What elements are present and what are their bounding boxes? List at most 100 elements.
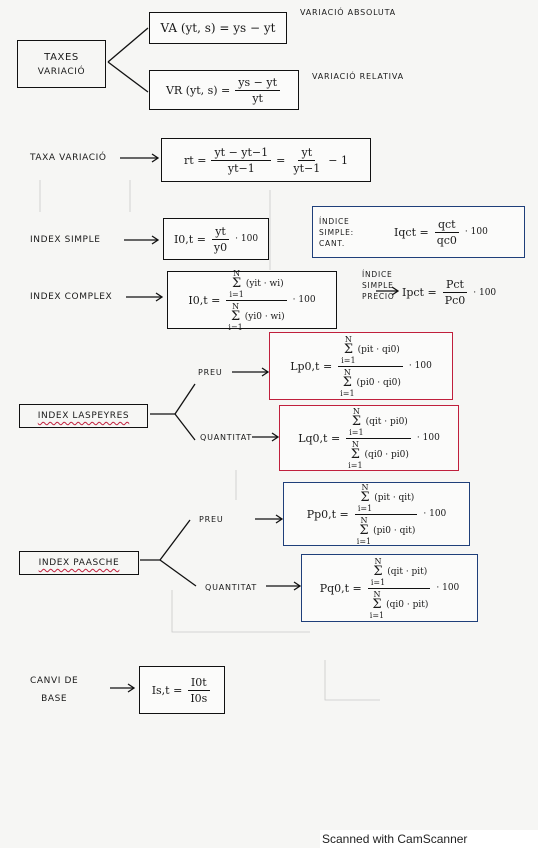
pp-sum2-i: i=1 — [356, 536, 372, 546]
vr-fraction: ys − yt yt — [235, 76, 280, 105]
cant-label-line3: CANT. — [319, 238, 346, 248]
ic-num: (yit · wi) — [245, 278, 284, 289]
camscanner-footer: Scanned with CamScanner — [320, 830, 538, 848]
paasche-label: INDEX PAASCHE — [38, 558, 120, 568]
taxa-tail: − 1 — [328, 153, 348, 167]
taxa-frac2: yt yt−1 — [290, 146, 323, 175]
va-formula: VA (yt, s) = ys − yt — [160, 21, 276, 35]
lp-sum-n: N — [344, 334, 352, 344]
preu-label-line2: SIMPLE — [362, 281, 394, 290]
index-simple-box: I0,t = yt y0 · 100 — [163, 218, 269, 260]
preu-lhs: Ipct = — [402, 286, 437, 299]
paasche-label-box: INDEX PAASCHE — [19, 551, 139, 575]
pp-den: (pi0 · qit) — [373, 525, 416, 536]
pq-sum-i: i=1 — [370, 577, 386, 587]
cb-fraction: I0t I0s — [187, 676, 210, 705]
lp-sum-i: i=1 — [341, 355, 356, 365]
preu-simple-formula: Ipct = Pct Pc0 · 100 — [402, 278, 496, 307]
laspeyres-label: INDEX LASPEYRES — [37, 411, 130, 421]
taxa-lhs: rt = — [184, 153, 207, 167]
cb-num: I0t — [187, 676, 210, 691]
cb-lhs: Is,t = — [151, 683, 183, 697]
preu-num: Pct — [442, 278, 467, 293]
lp-num: (pit · qi0) — [357, 344, 400, 355]
canvi-base-box: Is,t = I0t I0s — [139, 666, 225, 714]
ic-lhs: I0,t = — [188, 293, 221, 307]
vr-num: ys − yt — [235, 76, 280, 91]
ic-sum2-i: i=1 — [228, 322, 243, 332]
pp-tail: · 100 — [423, 509, 447, 519]
preu-den: Pc0 — [444, 294, 466, 307]
va-formula-box: VA (yt, s) = ys − yt — [149, 12, 287, 44]
cant-lhs: Iqct = — [394, 225, 429, 239]
preu-fraction: Pct Pc0 — [442, 278, 469, 307]
ic-sum2-n: N — [232, 301, 240, 311]
lq-sum-i: i=1 — [349, 427, 364, 437]
ic-sum-i: i=1 — [229, 289, 244, 299]
ic-tail: · 100 — [292, 295, 316, 305]
index-simple-formula: I0,t = yt y0 · 100 — [174, 225, 258, 254]
lp-sum2-i: i=1 — [340, 388, 355, 398]
taxa-den1: yt−1 — [227, 161, 255, 175]
taxa-den2: yt−1 — [293, 161, 321, 175]
cb-den: I0s — [190, 691, 208, 705]
pp-sum-n: N — [361, 482, 369, 492]
laspeyres-preu-label: PREU — [198, 368, 223, 377]
cant-label-line2: SIMPLE: — [319, 227, 355, 237]
pq-lhs: Pq0,t = — [319, 581, 362, 595]
canvi-base-line2: BASE — [41, 694, 68, 704]
lq-sum2-n: N — [351, 439, 359, 449]
index-simple-cant-box: ÍNDICE SIMPLE: CANT. Iqct = qct qc0 · 10… — [312, 206, 525, 258]
preu-label-line3: PRECIO — [362, 292, 395, 301]
taxes-label-line2: VARIACIÓ — [37, 66, 86, 77]
index-complex-label: INDEX COMPLEX — [30, 292, 113, 302]
taxa-frac1: yt − yt−1 yt−1 — [211, 146, 272, 175]
pp-sum-i: i=1 — [357, 503, 373, 513]
taxes-label-line1: TAXES — [44, 51, 79, 63]
ic-sum-n: N — [233, 268, 241, 278]
cant-formula: Iqct = qct qc0 · 100 — [394, 218, 488, 247]
taxa-num2: yt — [298, 146, 316, 161]
va-note: VARIACIÓ ABSOLUTA — [300, 8, 396, 17]
laspeyres-quant-label: QUANTITAT — [200, 433, 253, 442]
is-num: yt — [212, 225, 229, 240]
lp-tail: · 100 — [408, 361, 432, 371]
paasche-preu-label: PREU — [199, 515, 224, 524]
paasche-quant-label: QUANTITAT — [205, 583, 258, 592]
pq-sum-n: N — [374, 556, 382, 566]
pq-tail: · 100 — [436, 583, 460, 593]
taxa-num1: yt − yt−1 — [211, 146, 272, 161]
cant-den: qc0 — [436, 233, 457, 247]
lq-num: (qit · pi0) — [365, 416, 408, 427]
vr-note: VARIACIÓ RELATIVA — [312, 72, 404, 81]
cant-num: qct — [434, 218, 459, 233]
canvi-base-label: CANVI DE BASE — [30, 676, 78, 704]
cant-tail: · 100 — [464, 227, 488, 237]
